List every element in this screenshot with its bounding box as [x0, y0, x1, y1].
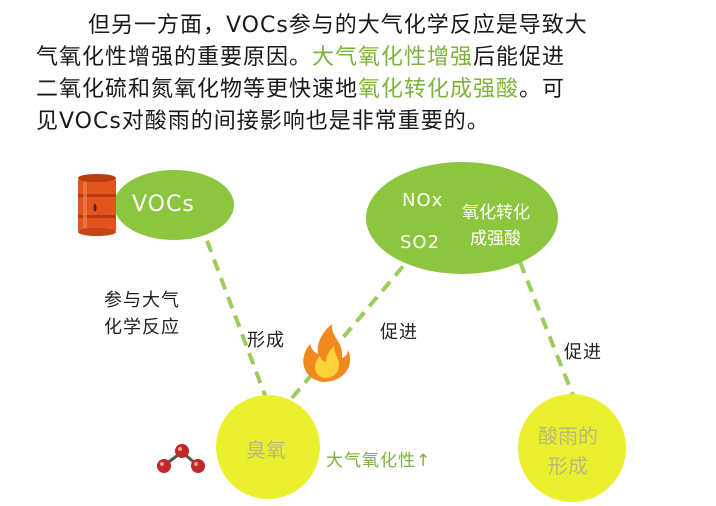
promote-label-2: 促进: [564, 342, 602, 363]
paragraph-text: 气氧化性增强的重要原因。: [36, 45, 313, 70]
highlight-text: 大气氧化性增强: [312, 45, 474, 70]
vocs-label: VOCs: [132, 192, 195, 217]
acid-rain-circle: [518, 394, 626, 502]
acid-rain-label-2: 形成: [548, 454, 588, 478]
oxidizing-increase-label: 大气氧化性↑: [326, 451, 432, 471]
paragraph-line-4: 见VOCs对酸雨的间接影响也是非常重要的。: [36, 109, 490, 134]
connector-acid-rain: [518, 261, 576, 399]
nox-label: NOx: [402, 190, 444, 211]
connector-vocs-ozone: [198, 221, 268, 399]
nox-so2-circle: [366, 162, 558, 274]
paragraph-line-3: 二氧化硫和氮氧化物等更快速地氧化转化成强酸。可: [36, 74, 696, 106]
so2-label: SO2: [400, 232, 441, 253]
paragraph-line-2: 气氧化性增强的重要原因。大气氧化性增强后能促进: [36, 42, 696, 74]
form-label: 形成: [247, 330, 285, 351]
acid-rain-label-1: 酸雨的: [538, 424, 598, 448]
participate-label-1: 参与大气: [104, 290, 180, 311]
promote-label-1: 促进: [380, 322, 418, 343]
ozone-label: 臭氧: [246, 438, 286, 462]
oxidation-label-1: 氧化转化: [462, 203, 530, 223]
oil-barrel-icon: [78, 174, 116, 236]
participate-label-2: 化学反应: [104, 317, 180, 338]
ozone-circle: [216, 395, 320, 499]
paragraph-line-1: 但另一方面，VOCs参与的大气化学反应是导致大: [88, 13, 588, 38]
paragraph-text: 二氧化硫和氮氧化物等更快速地: [36, 77, 359, 102]
paragraph-text: 后能促进: [473, 45, 566, 70]
fire-icon: [303, 324, 351, 382]
paragraph-text: 。可: [519, 77, 566, 102]
vocs-circle: [114, 170, 234, 240]
intro-paragraph: 但另一方面，VOCs参与的大气化学反应是导致大 气氧化性增强的重要原因。大气氧化…: [36, 10, 696, 138]
molecule-icon: [157, 444, 205, 473]
highlight-text: 氧化转化成强酸: [358, 77, 520, 102]
oxidation-label-2: 成强酸: [470, 229, 521, 249]
